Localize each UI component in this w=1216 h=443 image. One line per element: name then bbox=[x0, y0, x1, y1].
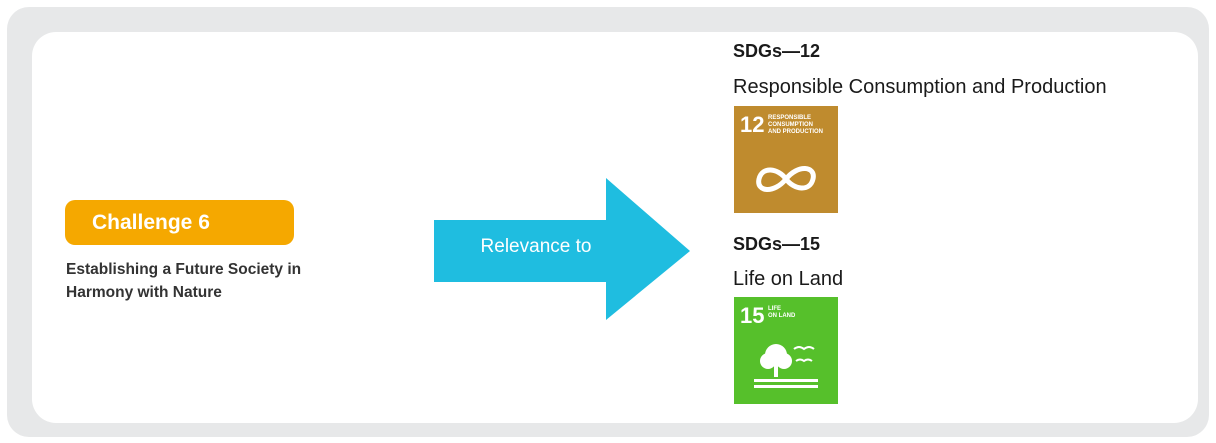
sdg-15-icon: 15 LIFE ON LAND bbox=[734, 297, 838, 404]
sdg-15-icon-caption: LIFE ON LAND bbox=[768, 306, 795, 320]
challenge-description-line-1: Establishing a Future Society in bbox=[66, 261, 302, 278]
challenge-description: Establishing a Future Society in Harmony… bbox=[66, 258, 396, 304]
sdg-15-caption-line-2: ON LAND bbox=[768, 313, 796, 319]
challenge-label: Challenge 6 bbox=[92, 210, 210, 234]
sdg-12-code: SDGs—12 bbox=[733, 41, 821, 61]
relevance-arrow bbox=[434, 178, 690, 320]
sdg-15-name: Life on Land bbox=[733, 268, 844, 290]
sdg-15-icon-number: 15 bbox=[740, 303, 765, 328]
tree-icon bbox=[754, 344, 818, 388]
sdg-15-code: SDGs—15 bbox=[733, 234, 821, 254]
sdg-12-caption-line-3: AND PRODUCTION bbox=[768, 129, 823, 135]
arrow-shape bbox=[434, 178, 690, 320]
sdg-12-icon-caption: RESPONSIBLE CONSUMPTION AND PRODUCTION bbox=[768, 115, 823, 136]
sdg-15-caption-line-1: LIFE bbox=[768, 306, 781, 312]
challenge-description-line-2: Harmony with Nature bbox=[66, 284, 222, 301]
sdg-12-icon-number: 12 bbox=[740, 112, 765, 137]
sdg-12-icon: 12 RESPONSIBLE CONSUMPTION AND PRODUCTIO… bbox=[734, 106, 838, 213]
arrow-label: Relevance to bbox=[480, 236, 592, 257]
sdg-12-caption-line-1: RESPONSIBLE bbox=[768, 115, 812, 121]
sdg-12-name: Responsible Consumption and Production bbox=[733, 76, 1107, 98]
challenge-badge: Challenge 6 bbox=[65, 200, 294, 245]
infinity-icon bbox=[756, 166, 816, 192]
sdg-12-caption-line-2: CONSUMPTION bbox=[768, 122, 813, 128]
